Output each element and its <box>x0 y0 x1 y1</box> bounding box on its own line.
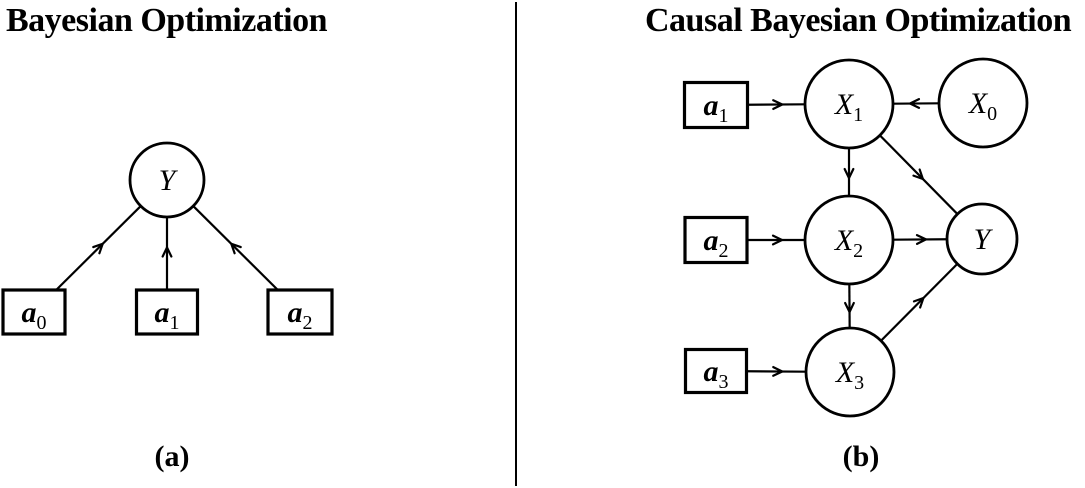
node-rect <box>683 347 749 395</box>
right-panel-title: Causal Bayesian Optimization <box>645 2 1072 39</box>
node-X1: X1 <box>803 58 895 150</box>
arrowhead <box>915 234 928 245</box>
arrowhead <box>92 242 104 255</box>
node-a1: a1 <box>682 80 750 130</box>
node-a0: a0 <box>1 288 67 336</box>
node-label: Y <box>974 223 994 256</box>
node-Y: Y <box>128 141 206 219</box>
arrowhead <box>772 365 784 377</box>
right-panel-caption: (b) <box>842 440 880 473</box>
arrowhead <box>230 242 242 255</box>
node-label: X0 <box>968 87 997 125</box>
arrowhead <box>908 98 921 109</box>
node-circle <box>128 141 206 219</box>
node-label: a0 <box>22 296 47 334</box>
node-rect <box>1 288 67 336</box>
node-a1: a1 <box>134 288 200 336</box>
node-X2: X2 <box>803 194 895 286</box>
node-label: a1 <box>704 89 729 127</box>
edge-X1-Y <box>879 134 959 215</box>
node-label: X3 <box>835 356 864 394</box>
edge-a0-Y <box>55 205 142 291</box>
arrowhead <box>771 234 784 246</box>
arrowhead <box>912 168 924 181</box>
arrowhead <box>843 167 855 180</box>
edge-a1-X1 <box>747 99 806 111</box>
arrowhead <box>912 296 925 309</box>
node-rect <box>134 288 200 336</box>
node-a2: a2 <box>266 288 334 336</box>
edge-line <box>192 205 279 291</box>
left-panel-title: Bayesian Optimization <box>6 2 328 39</box>
node-X3: X3 <box>804 326 896 418</box>
node-label: X2 <box>834 224 863 262</box>
node-label: a2 <box>704 224 729 262</box>
node-rect <box>683 215 749 265</box>
node-X0: X0 <box>937 57 1029 149</box>
panel-0-graph: Ya0 a1 a2 <box>1 141 334 336</box>
edge-a3-X3 <box>746 365 807 377</box>
node-a2: a2 <box>683 215 749 265</box>
node-circle <box>937 57 1029 149</box>
node-circle <box>945 202 1019 276</box>
arrowhead <box>844 301 855 314</box>
edge-line <box>880 263 959 342</box>
node-label: Y <box>159 164 179 197</box>
edge-a2-X2 <box>747 234 805 246</box>
edge-line <box>879 134 959 215</box>
node-rect <box>682 80 750 130</box>
node-label: a2 <box>288 296 313 334</box>
edge-a2-Y <box>192 205 279 291</box>
arrowhead <box>772 99 784 111</box>
edge-a1-Y <box>161 217 173 290</box>
node-a3: a3 <box>683 347 749 395</box>
panel-1-graph: a1 X1 X0 a2 X2 Ya3 X3 <box>682 57 1029 418</box>
arrowhead <box>161 246 173 258</box>
node-circle <box>803 58 895 150</box>
edge-X2-X3 <box>844 283 855 329</box>
node-label: a3 <box>704 355 729 393</box>
node-rect <box>266 288 334 336</box>
node-circle <box>804 326 896 418</box>
panel-divider <box>515 2 517 486</box>
node-label: X1 <box>834 88 863 126</box>
edge-X2-Y <box>892 234 948 245</box>
node-circle <box>803 194 895 286</box>
edge-X1-X2 <box>843 148 855 196</box>
edge-line <box>55 205 142 291</box>
edge-X3-Y <box>880 263 959 342</box>
node-label: a1 <box>155 296 180 334</box>
left-panel-caption: (a) <box>154 440 190 473</box>
edge-X0-X1 <box>892 98 940 109</box>
node-Y: Y <box>945 202 1019 276</box>
